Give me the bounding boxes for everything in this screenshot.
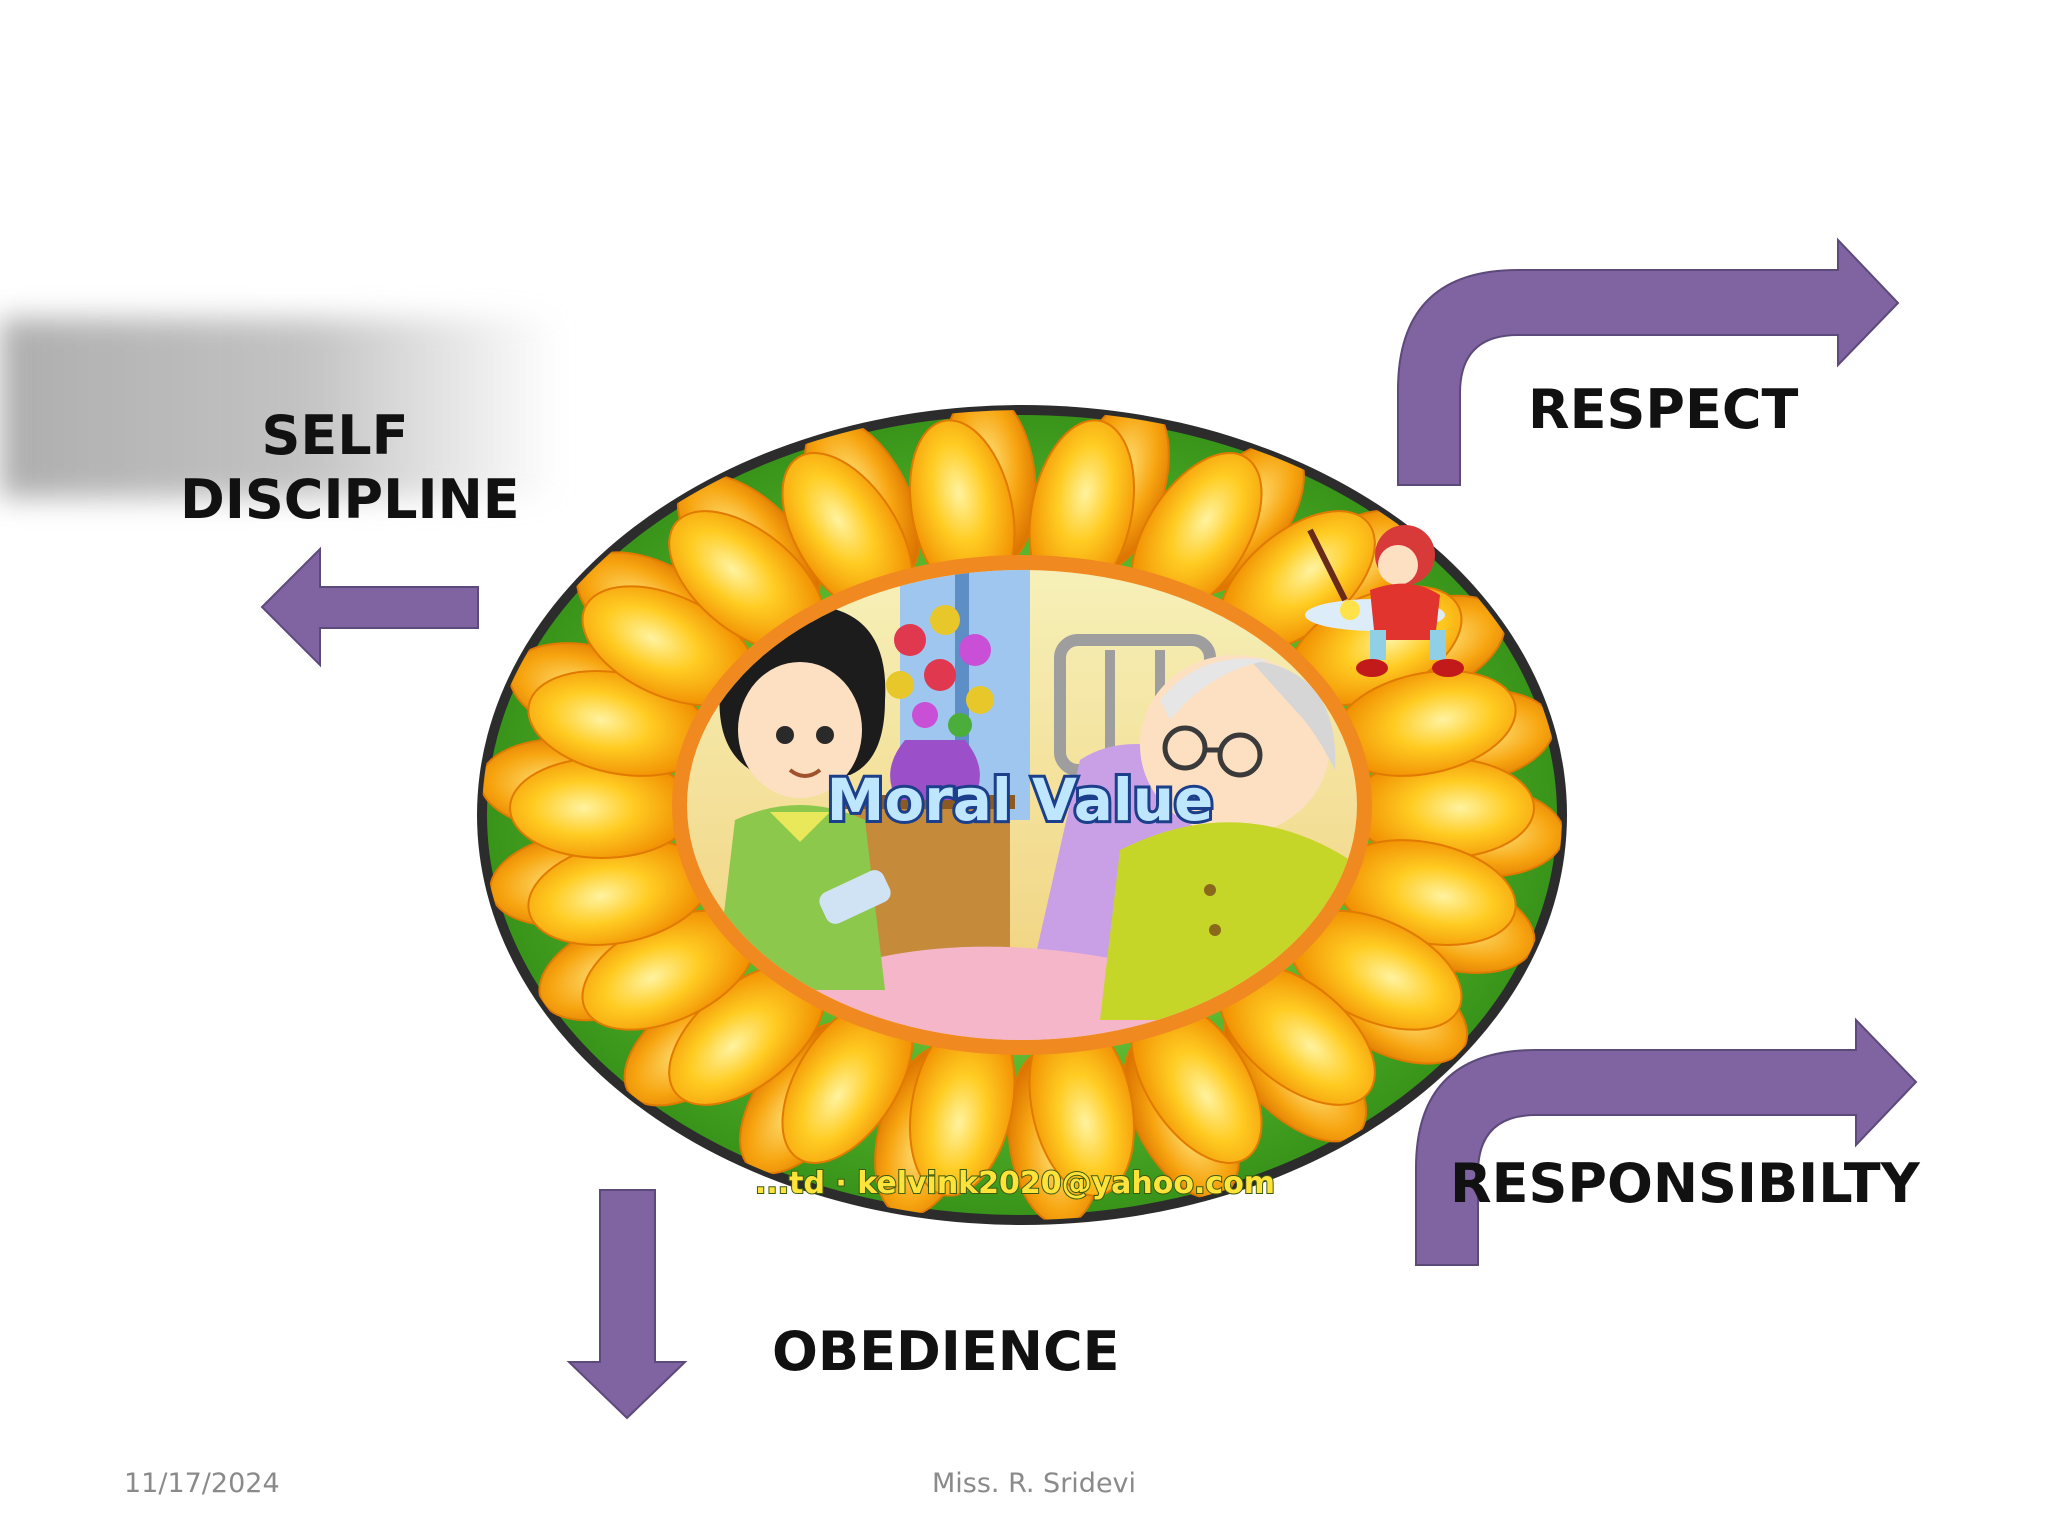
responsibility-label: RESPONSIBILTY (1450, 1152, 1920, 1215)
obedience-label: OBEDIENCE (772, 1320, 1120, 1383)
footer-date: 11/17/2024 (124, 1468, 280, 1499)
image-credit-text: ...td · kelvink2020@yahoo.com (755, 1166, 1275, 1201)
footer-author: Miss. R. Sridevi (932, 1468, 1137, 1499)
self-discipline-shadow-band (0, 318, 560, 498)
sunflower-petals (482, 410, 1562, 1220)
vase-shape (890, 740, 980, 800)
scene-illustration (715, 570, 1357, 1040)
left-arrow (255, 542, 485, 672)
moral-value-banner: Moral Value (827, 766, 1214, 834)
self-discipline-line1: SELF (261, 404, 409, 467)
flowers-shape (886, 605, 994, 737)
bent-arrow-responsibility (1415, 1017, 1918, 1266)
self-discipline-label: SELF DISCIPLINE (180, 404, 520, 531)
respect-label: RESPECT (1528, 378, 1799, 441)
bent-arrow-respect (1397, 237, 1900, 486)
down-arrow-obedience (566, 1189, 688, 1420)
flying-girl-figure (1305, 525, 1464, 677)
girl-figure (715, 605, 891, 990)
self-discipline-line2: DISCIPLINE (180, 467, 520, 531)
medicine-bottle (819, 870, 891, 924)
